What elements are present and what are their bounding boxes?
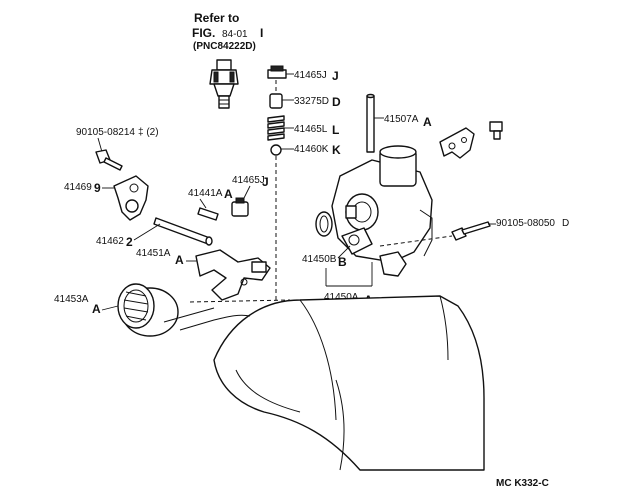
label-41450b: 41450B: [302, 254, 337, 265]
shaft-41462-part: [153, 217, 213, 246]
label-90105-08214: 90105-08214: [76, 127, 135, 138]
label-41462-suffix: 2: [126, 235, 133, 249]
label-41469: 41469: [64, 182, 92, 193]
transmission-case-part: [163, 295, 485, 471]
retainer-41469-part: [113, 175, 149, 221]
label-41460k-suffix: K: [332, 143, 341, 157]
refer-line-2-mark: I: [260, 26, 263, 40]
refer-line-2-num: 84-01: [222, 29, 248, 40]
label-41465j-top: 41465J: [294, 70, 327, 81]
bolt-90105-08214-part: [95, 149, 123, 171]
label-41450a: 41450A: [324, 292, 359, 303]
label-33275d-suffix: D: [332, 95, 341, 109]
label-41451a: 41451A: [136, 248, 171, 259]
bearing-41453a-part: [117, 283, 179, 337]
label-41450b-suffix: B: [338, 255, 347, 269]
bracket-part: [439, 127, 475, 159]
pin-41441a-part: [197, 207, 219, 221]
label-41465l-suffix: L: [332, 123, 339, 137]
label-90105-08050-suffix: D: [562, 218, 569, 229]
label-41469-suffix: 9: [94, 181, 101, 195]
label-41453a-suffix: A: [92, 302, 101, 316]
refer-line-2-fig: FIG.: [192, 26, 215, 40]
label-41453a: 41453A: [54, 294, 89, 305]
label-41441a: 41441A: [188, 188, 223, 199]
plug-41465j-mid-part: [231, 197, 249, 217]
actuator-41450-part: [331, 145, 433, 277]
label-90105-08214-qty: ‡ (2): [138, 127, 159, 138]
bolt-90105-08050-part: [451, 221, 491, 241]
label-41465j-mid-suffix: J: [262, 175, 269, 189]
label-90105-08050: 90105-08050: [496, 218, 555, 229]
label-41460k: 41460K: [294, 144, 329, 155]
label-41465j-top-suffix: J: [332, 69, 339, 83]
label-41462: 41462: [96, 236, 124, 247]
label-41465l: 41465L: [294, 124, 328, 135]
bolt-top-right-part: [489, 121, 503, 140]
label-41465j-mid: 41465J: [232, 175, 265, 186]
rod-41507a-part: [366, 93, 375, 153]
label-41441a-suffix: A: [224, 187, 233, 201]
label-33275d: 33275D: [294, 96, 329, 107]
refer-line-1: Refer to: [194, 11, 239, 25]
ball-41460k-part: [270, 144, 282, 156]
reverse-light-switch-part: [209, 59, 239, 109]
label-41451a-suffix: A: [175, 253, 184, 267]
spring-seat-33275d-part: [269, 93, 283, 109]
shift-fork-41451a-part: [195, 249, 271, 301]
spring-41465l-part: [267, 115, 285, 141]
refer-line-3: (PNC84222D): [193, 41, 256, 52]
plug-41465j-part: [267, 65, 287, 79]
label-41507a: 41507A: [384, 114, 419, 125]
figure-code: MC K332-C: [496, 478, 549, 489]
o-ring-part: [315, 211, 333, 237]
label-41507a-suffix: A: [423, 115, 432, 129]
refer-note: Refer to FIG. 84-01 I (PNC84222D): [192, 11, 263, 52]
